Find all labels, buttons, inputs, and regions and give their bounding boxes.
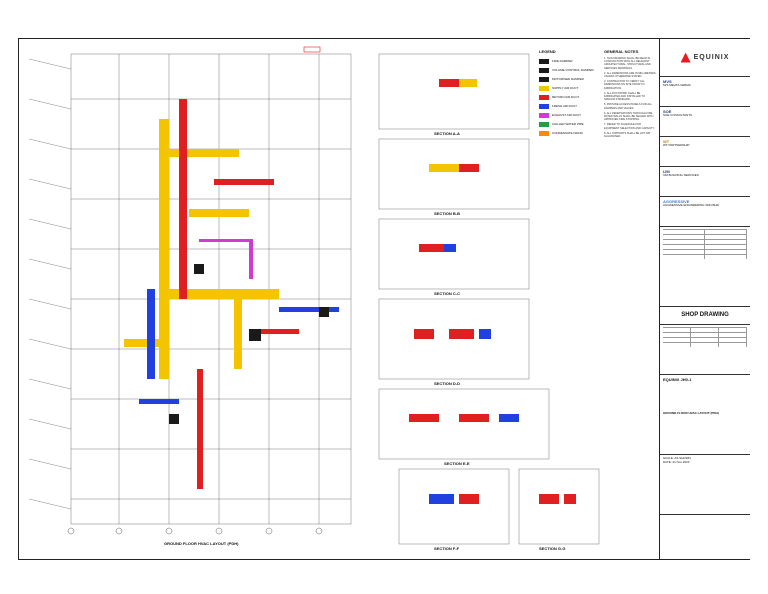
general-notes: GENERAL NOTES 1. THIS DRAWING SHALL BE R…	[604, 49, 656, 549]
legend-swatch	[539, 86, 549, 91]
legend-item: FIRE DAMPER	[539, 57, 599, 66]
note-item: 2. ALL DIMENSIONS ARE IN MILLIMETRES UNL…	[604, 71, 656, 79]
note-item: 5. PROVIDE ACCESS PANELS FOR ALL DAMPERS…	[604, 103, 652, 110]
legend-swatch	[539, 113, 549, 118]
section-f-label: SECTION F-F	[434, 546, 460, 551]
legend-item: EXHAUST AIR DUCT	[539, 111, 599, 120]
leader-lines	[28, 58, 72, 510]
fresh-air-ducts	[139, 289, 339, 404]
hvac-drawing-svg	[28, 46, 600, 545]
drawing-status: SHOP DRAWING	[660, 307, 750, 325]
supply-air-ducts	[124, 119, 279, 379]
drawing-title: GROUND FLOOR HVAC LAYOUT (PDH)	[663, 411, 719, 415]
note-item: 4. ALL DUCTWORK SHALL BE FABRICATED AND …	[604, 91, 646, 102]
note-item: 8. ALL SUPPORTS SHALL BE HOT DIP GALVANI…	[604, 131, 651, 139]
revision-tag	[303, 46, 321, 53]
equipment-units	[169, 264, 329, 424]
legend-item: MOTORISED DAMPER	[539, 75, 599, 84]
notes-title: GENERAL NOTES	[604, 49, 639, 54]
note-item: 6. ALL PENETRATIONS THROUGH FIRE RATED W…	[604, 111, 654, 122]
legend-swatch	[539, 122, 549, 127]
consultant-1: MVS M/S MEHTA VERMA	[660, 77, 750, 107]
legend-item: FRESH AIR DUCT	[539, 102, 599, 111]
legend-item: VOLUME CONTROL DAMPER	[539, 66, 599, 75]
section-b-label: SECTION B-B	[434, 211, 460, 216]
legend-item: CHILLED WATER PIPE	[539, 120, 599, 129]
revision-checklist	[660, 227, 750, 307]
legend-swatch	[539, 104, 549, 109]
legend-swatch	[539, 68, 549, 73]
legend-swatch	[539, 95, 549, 100]
return-air-ducts	[179, 99, 299, 489]
legend-swatch	[539, 59, 549, 64]
exhaust-air-ducts	[199, 239, 253, 279]
plan-title: GROUND FLOOR HVAC LAYOUT (PDH)	[164, 541, 239, 546]
legend-item: CONDENSATE DRAIN	[539, 129, 599, 138]
project-name: EQUINIX JH0-1	[663, 377, 692, 382]
section-d-label: SECTION D-D	[434, 381, 460, 386]
consultant-5: AGGRESSIVE AGGRESSIVE ENGINEERING SDN BH…	[660, 197, 750, 227]
legend-swatch	[539, 131, 549, 136]
legend-item: SUPPLY AIR DUCT	[539, 84, 599, 93]
equinix-logo-icon	[680, 52, 691, 63]
title-block: EQUINIX MVS M/S MEHTA VERMA SOE SOE CONS…	[659, 39, 750, 559]
section-g-label: SECTION G-G	[539, 546, 566, 551]
consultant-2: SOE SOE CONSULTANTS	[660, 107, 750, 137]
section-frames	[378, 53, 600, 545]
legend-swatch	[539, 77, 549, 82]
note-item: 1. THIS DRAWING SHALL BE READ IN CONJUNC…	[604, 57, 651, 70]
section-a-label: SECTION A-A	[434, 131, 460, 136]
note-item: 3. CONTRACTOR TO VERIFY ALL DIMENSIONS O…	[604, 80, 645, 90]
project-info: EQUINIX JH0-1 GROUND FLOOR HVAC LAYOUT (…	[660, 375, 750, 455]
revision-table	[660, 325, 750, 375]
legend: LEGEND FIRE DAMPER VOLUME CONTROL DAMPER…	[539, 49, 599, 289]
drawing-area: GROUND FLOOR HVAC LAYOUT (PDH) SECTION A…	[19, 39, 659, 559]
legend-title: LEGEND	[539, 49, 556, 54]
section-ducts	[409, 79, 576, 504]
grid-bubbles	[67, 527, 323, 535]
section-c-label: SECTION C-C	[434, 291, 460, 296]
scale-date: SCALE: AS SHOWN DATE: 21 Nov 2023	[660, 455, 750, 515]
section-e-label: SECTION E-E	[444, 461, 470, 466]
drawing-sheet: GROUND FLOOR HVAC LAYOUT (PDH) SECTION A…	[18, 38, 750, 560]
client-logo: EQUINIX	[660, 39, 750, 77]
consultant-4: IJM IJM BUILDING SERVICES	[660, 167, 750, 197]
consultant-3: WT WT PARTNERSHIP	[660, 137, 750, 167]
legend-item: RETURN AIR DUCT	[539, 93, 599, 102]
note-item: 7. REFER TO SCHEDULE FOR EQUIPMENT SELEC…	[604, 123, 655, 130]
